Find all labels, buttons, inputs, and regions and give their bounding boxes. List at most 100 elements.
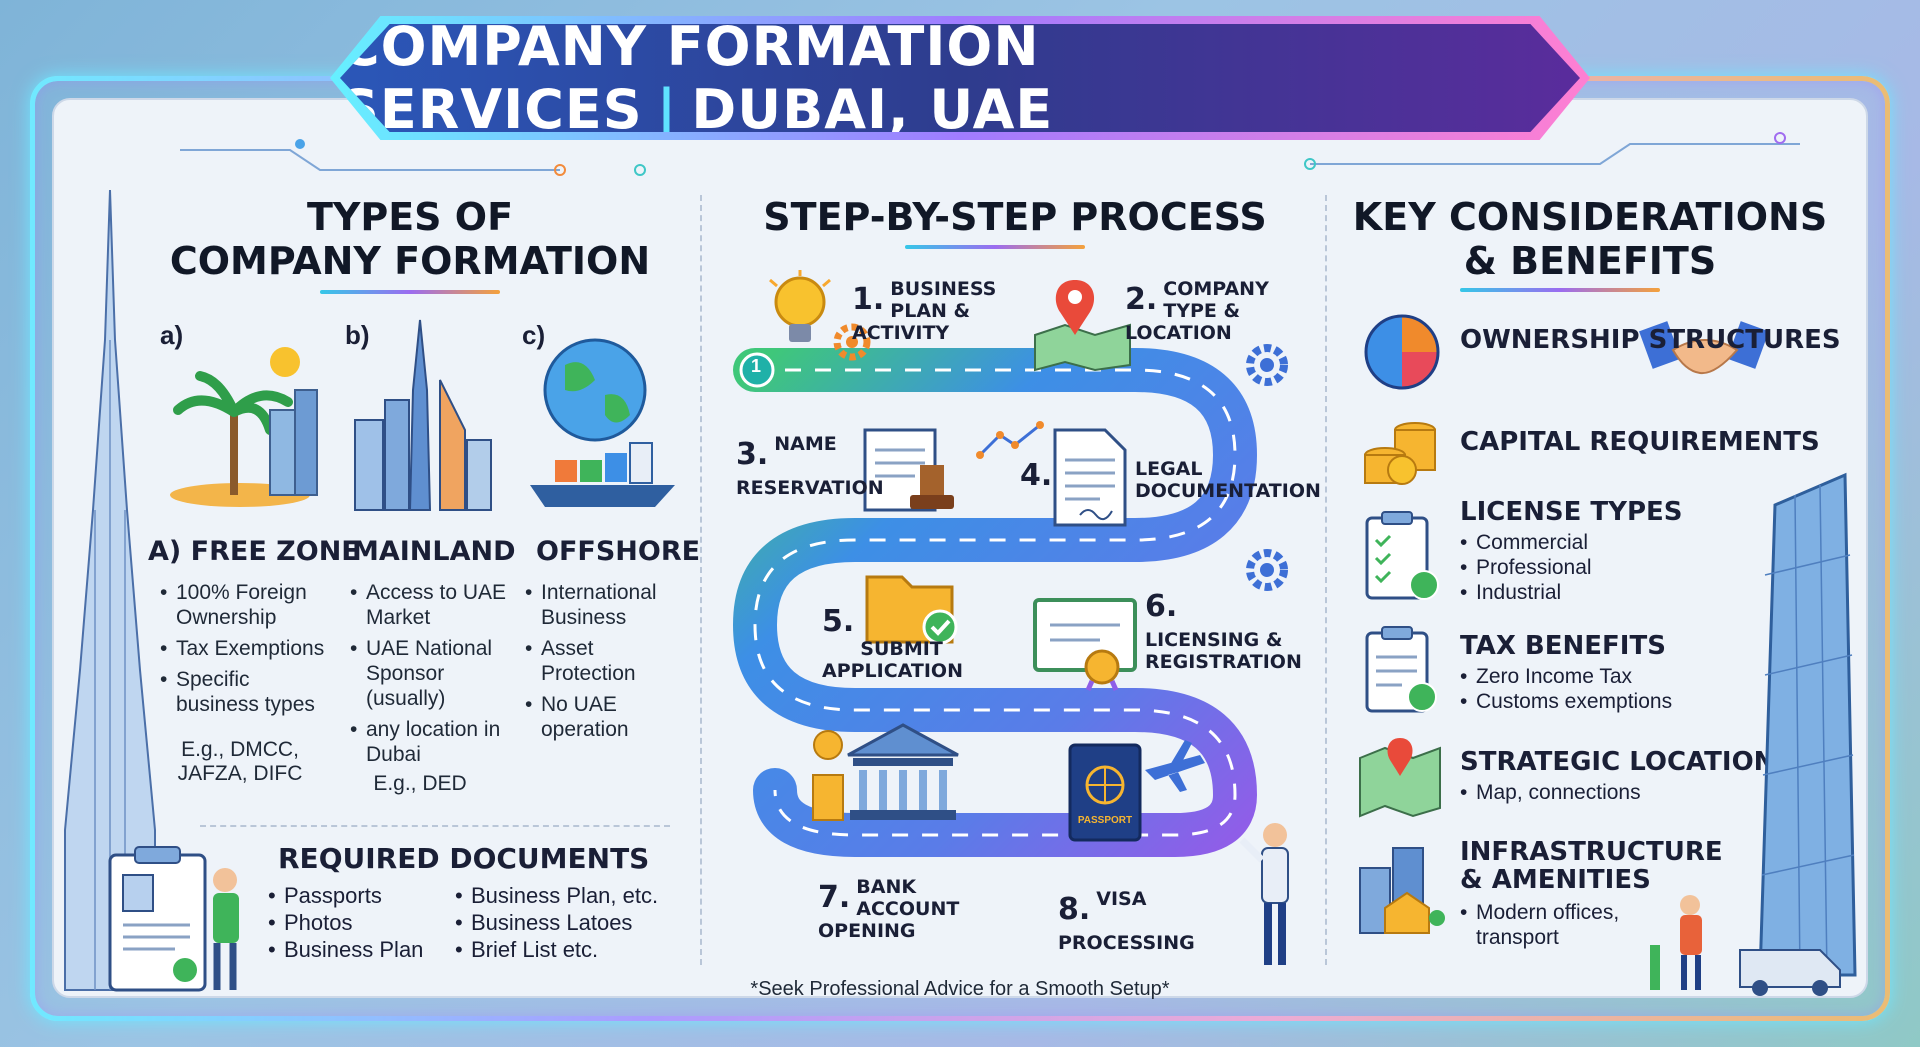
list-item: International Business xyxy=(525,580,685,630)
road-start-marker: 1 xyxy=(750,356,761,376)
page-title: COMPANY FORMATION SERVICES|DUBAI, UAE xyxy=(340,15,1580,141)
required-documents-right-list: Business Plan, etc. Business Latoes Brie… xyxy=(455,882,658,963)
step-label: VISA PROCESSING xyxy=(1058,888,1195,954)
step-number: 4. xyxy=(1020,458,1053,493)
mainland-marker: b) xyxy=(345,320,370,350)
document-clipboard-illustration xyxy=(108,846,239,992)
free-zone-heading: a) FREE ZONE xyxy=(148,536,360,567)
types-title: TYPES OF COMPANY FORMATION xyxy=(160,195,660,283)
required-documents-left-list: Passports Photos Business Plan xyxy=(268,882,423,963)
gear-icon xyxy=(1246,549,1288,591)
skyline-illustration xyxy=(354,319,492,511)
considerations-title-underline xyxy=(1460,288,1660,292)
presenter-figure xyxy=(1239,823,1289,965)
license-types-list: Commercial Professional Industrial xyxy=(1460,530,1592,605)
list-item: Commercial xyxy=(1460,530,1592,555)
list-item: Passports xyxy=(268,882,423,909)
list-item: No UAE operation xyxy=(525,692,685,742)
considerations-title: KEY CONSIDERATIONS & BENEFITS xyxy=(1340,195,1840,283)
step-number: 3. xyxy=(736,437,769,472)
mainland-heading: MAINLAND xyxy=(352,536,516,567)
list-item: Access to UAE Market xyxy=(350,580,510,630)
list-item: Business Plan xyxy=(268,936,423,963)
palm-island-illustration xyxy=(170,347,318,507)
step-label: LICENSING & REGISTRATION xyxy=(1145,629,1302,673)
process-step-3: 3.NAME RESERVATION xyxy=(736,433,884,499)
license-types-heading: LICENSE TYPES xyxy=(1460,497,1683,527)
strategic-location-heading: STRATEGIC LOCATION xyxy=(1460,747,1776,777)
title-right: DUBAI, UAE xyxy=(691,78,1054,141)
step-label: BANK ACCOUNT OPENING xyxy=(818,876,960,942)
required-docs-divider xyxy=(200,825,670,827)
circuit-decoration-left xyxy=(180,139,646,176)
gear-icon xyxy=(833,323,871,361)
infrastructure-heading: INFRASTRUCTURE & AMENITIES xyxy=(1460,837,1723,895)
gear-icon xyxy=(1246,344,1288,386)
tax-benefits-list: Zero Income Tax Customs exemptions xyxy=(1460,664,1672,714)
handshake-icon xyxy=(1639,321,1769,375)
infrastructure-list: Modern offices, transport xyxy=(1460,900,1660,950)
step-label: SUBMIT APPLICATION xyxy=(822,638,963,682)
list-item: Specific business types xyxy=(160,667,335,717)
right-skyscraper-illustration xyxy=(1758,472,1857,977)
legal-document-icon xyxy=(1053,428,1127,527)
step-number: 1. xyxy=(852,282,885,317)
map-pin-icon xyxy=(1034,280,1131,372)
ownership-structures-heading: OWNERSHIP STRUCTURES xyxy=(1460,325,1841,355)
title-left: COMPANY FORMATION SERVICES xyxy=(340,15,1040,141)
list-item: Tax Exemptions xyxy=(160,636,335,661)
required-documents-heading: REQUIRED DOCUMENTS xyxy=(278,842,650,875)
step-label: NAME RESERVATION xyxy=(736,433,884,499)
process-step-1: 1.BUSINESS PLAN & ACTIVITY xyxy=(852,278,1032,344)
column-divider-2 xyxy=(1325,195,1327,965)
list-item: Industrial xyxy=(1460,580,1592,605)
step-number: 6. xyxy=(1145,589,1178,624)
process-step-5: 5.SUBMIT APPLICATION xyxy=(822,600,1022,682)
list-item: Zero Income Tax xyxy=(1460,664,1672,689)
footer-note: *Seek Professional Advice for a Smooth S… xyxy=(750,978,1170,1000)
location-map-icon xyxy=(1359,738,1441,818)
step-number: 2. xyxy=(1125,282,1158,317)
list-item: UAE National Sponsor (usually) xyxy=(350,636,510,711)
bank-icon xyxy=(812,723,959,821)
step-number: 7. xyxy=(818,880,851,915)
passport-label: PASSPORT xyxy=(1077,815,1133,826)
tax-document-icon xyxy=(1365,626,1437,713)
free-zone-list: 100% Foreign Ownership Tax Exemptions Sp… xyxy=(160,580,335,723)
types-title-line1: TYPES OF xyxy=(306,195,514,239)
folder-check-icon xyxy=(865,575,958,645)
stamp-scroll-icon xyxy=(863,428,954,512)
considerations-title-line1: KEY CONSIDERATIONS xyxy=(1352,195,1828,239)
step-number: 5. xyxy=(822,604,855,639)
worker-van-illustration xyxy=(1650,895,1841,996)
title-separator: | xyxy=(656,78,678,141)
process-road xyxy=(732,348,1258,857)
list-item: Map, connections xyxy=(1460,780,1641,805)
process-step-7: 7.BANK ACCOUNT OPENING xyxy=(818,876,988,942)
strategic-location-list: Map, connections xyxy=(1460,780,1641,805)
list-item: Professional xyxy=(1460,555,1592,580)
list-item: Business Latoes xyxy=(455,909,658,936)
passport-icon xyxy=(1068,743,1142,842)
list-item: 100% Foreign Ownership xyxy=(160,580,335,630)
free-zone-example: E.g., DMCC, JAFZA, DIFC xyxy=(177,738,303,785)
process-step-2: 2.COMPANY TYPE & LOCATION xyxy=(1125,278,1305,344)
step-label: LEGAL DOCUMENTATION xyxy=(1135,458,1321,502)
capital-requirements-heading: CAPITAL REQUIREMENTS xyxy=(1460,427,1820,457)
step-number: 8. xyxy=(1058,892,1091,927)
free-zone-marker: a) xyxy=(160,320,184,350)
airplane-icon xyxy=(1145,740,1205,792)
step-label: BUSINESS PLAN & ACTIVITY xyxy=(852,278,997,344)
globe-ship-illustration xyxy=(530,338,675,507)
types-title-line2: COMPANY FORMATION xyxy=(169,239,651,283)
title-banner: COMPANY FORMATION SERVICES|DUBAI, UAE xyxy=(340,24,1580,132)
offshore-marker: c) xyxy=(522,320,546,350)
types-title-underline xyxy=(320,290,500,294)
process-title: STEP-BY-STEP PROCESS xyxy=(763,195,1267,239)
pie-chart-icon xyxy=(1364,314,1440,390)
list-item: Asset Protection xyxy=(525,636,685,686)
coins-icon xyxy=(1364,422,1436,485)
step-label: COMPANY TYPE & LOCATION xyxy=(1125,278,1269,344)
circuit-decoration-right xyxy=(1304,132,1800,170)
list-item: Customs exemptions xyxy=(1460,689,1672,714)
